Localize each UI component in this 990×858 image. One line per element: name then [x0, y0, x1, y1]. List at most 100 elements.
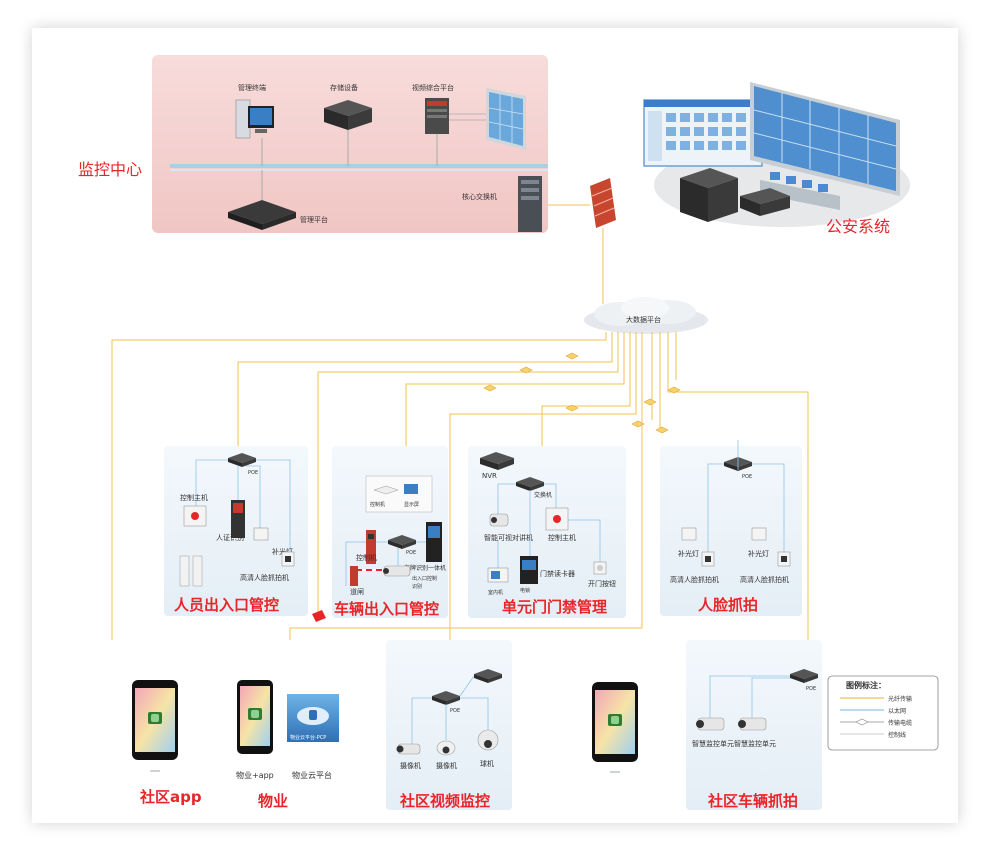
face-light-2-icon [751, 527, 767, 541]
face-cam-2-icon [777, 551, 791, 567]
property-app-phone [237, 680, 273, 754]
car-cam-2-label: 智慧监控单元 [734, 739, 776, 748]
video-wall-icon [486, 88, 526, 150]
vehicle-gate-label: 出入口控制 [412, 575, 437, 582]
entry-controller-icon [366, 530, 376, 564]
turnstile-icon [179, 555, 203, 587]
car-capture-panel: POE 智慧监控单元 智慧监控单元 社区车辆抓拍 [686, 640, 822, 810]
unit-switch-label: 交换机 [534, 491, 552, 499]
unit-door-panel: NVR 交换机 智能可视对讲机 控制 [468, 446, 626, 618]
mgmt-platform-label: 管理平台 [300, 215, 328, 224]
fiber-lines [111, 228, 809, 690]
face-capture-panel: POE 补光灯 高清人脸抓拍机 补光灯 高清人脸抓 [660, 440, 802, 616]
property-title: 物业 [258, 792, 288, 810]
video-cam-1-label: 摄像机 [400, 761, 421, 770]
vehicle-camera-icon [383, 565, 411, 577]
console-desks-icon [760, 172, 840, 210]
face-cam-1-label: 高清人脸抓拍机 [670, 575, 719, 584]
face-poe-label: POE [742, 474, 752, 480]
video-switch-2-icon [474, 669, 502, 683]
people-light-label: 补光灯 [272, 547, 293, 556]
video-cam-2-label: 摄像机 [436, 761, 457, 770]
unit-controller-icon [545, 507, 569, 531]
people-controller-label: 控制主机 [180, 493, 208, 502]
relay-icon [312, 610, 326, 622]
vehicle-panel-title: 车辆出入口管控 [334, 600, 439, 618]
door-button-icon [593, 561, 607, 575]
police-server-icon [680, 168, 790, 222]
property-cloud-label: 物业云平台 [292, 770, 332, 780]
indoor-unit-icon [487, 567, 509, 583]
mgmt-terminal-label: 管理终端 [238, 83, 266, 92]
plate-recognizer-icon [426, 522, 442, 562]
controller-icon [183, 505, 207, 527]
video-poe-label: POE [450, 708, 460, 714]
car-poe-label: POE [806, 686, 816, 692]
video-platform-label: 视频综合平台 [412, 83, 454, 92]
video-switch-1-icon [432, 691, 460, 705]
community-video-panel: POE 摄像机 摄像机 球机 社区视频监控 [386, 640, 512, 810]
face-light-2-label: 补光灯 [748, 549, 769, 558]
vehicle-barrier-label: 道闸 [350, 587, 364, 596]
car-panel-title: 社区车辆抓拍 [707, 792, 798, 810]
unit-controller-label: 控制主机 [548, 533, 576, 542]
car-poe-switch-icon [790, 669, 818, 683]
face-panel-title: 人脸抓拍 [698, 596, 758, 614]
vehicle-rec2-label: 识别 [412, 583, 422, 590]
people-panel-title: 人员出入口管控 [174, 596, 279, 614]
face-cam-1-icon [701, 551, 715, 567]
storage-device-icon [324, 100, 372, 166]
vehicle-entrance-panel: 控制机 显示屏 POE 控制机 车牌识别一体机 [312, 446, 448, 622]
cloud-label: 大数据平台 [626, 315, 661, 324]
monitor-center-title: 监控中心 [78, 160, 142, 179]
monitor-center-region: 监控中心 管理终端 存储设备 [78, 55, 548, 233]
bullet-camera-1-icon [396, 743, 421, 755]
property-cloud-icon [287, 694, 339, 742]
vehicle-top-devices [365, 475, 433, 513]
police-system-title: 公安系统 [826, 217, 890, 236]
unit-nvr-label: NVR [482, 472, 497, 480]
car-camera-2-icon [738, 717, 767, 731]
big-data-cloud: 大数据平台 [584, 297, 708, 334]
firewall-icon [548, 178, 616, 228]
poe-switch-icon [228, 453, 256, 467]
unit-lock-label: 电锁 [520, 587, 530, 594]
community-app-phone [132, 680, 178, 772]
unit-reader-label: 门禁读卡器 [540, 569, 575, 578]
police-video-wall-icon [750, 82, 900, 196]
vehicle-display-label: 显示屏 [404, 502, 419, 508]
vehicle-ctrl-label: 控制机 [370, 501, 385, 508]
car-camera-1-icon [696, 717, 725, 731]
video-panel-title: 社区视频监控 [399, 792, 490, 810]
unit-switch-icon [516, 477, 544, 491]
legend-box: 图例标注： 光纤传输 以太网 传输电缆 控制线 [827, 675, 939, 751]
vehicle-recognizer-label: 车牌识别一体机 [404, 564, 446, 572]
dome-camera-icon [436, 740, 456, 756]
fill-light-icon [253, 527, 269, 541]
face-cam-2-label: 高清人脸抓拍机 [740, 575, 789, 584]
face-light-1-label: 补光灯 [678, 549, 699, 558]
property-cloud-caption: 物业云平台-PCP [290, 734, 326, 741]
people-face-terminal-label: 人证识别 [216, 533, 244, 542]
legend-item-3: 控制线 [888, 731, 906, 739]
car-cam-1-label: 智慧监控单元 [692, 739, 734, 748]
mgmt-terminal-icon [235, 99, 274, 166]
fiber-converters [483, 352, 681, 434]
core-switch-icon [518, 176, 542, 232]
people-entrance-panel: POE 控制主机 人证识别 补光灯 [164, 446, 308, 616]
legend-item-2: 传输电缆 [888, 719, 912, 727]
face-camera-icon [281, 551, 295, 567]
video-cam-3-label: 球机 [480, 759, 494, 768]
unit-visual-label: 智能可视对讲机 [484, 533, 533, 542]
face-light-1-icon [681, 527, 697, 541]
community-app-title: 社区app [139, 788, 202, 806]
unit-door-label: 开门按钮 [588, 579, 616, 588]
resident-phone [592, 682, 638, 773]
vehicle-poe-switch-icon [388, 535, 416, 549]
video-platform-icon [425, 98, 486, 166]
face-terminal-icon [231, 500, 245, 538]
property-app-label: 物业+app [236, 770, 274, 780]
storage-label: 存储设备 [330, 83, 358, 92]
